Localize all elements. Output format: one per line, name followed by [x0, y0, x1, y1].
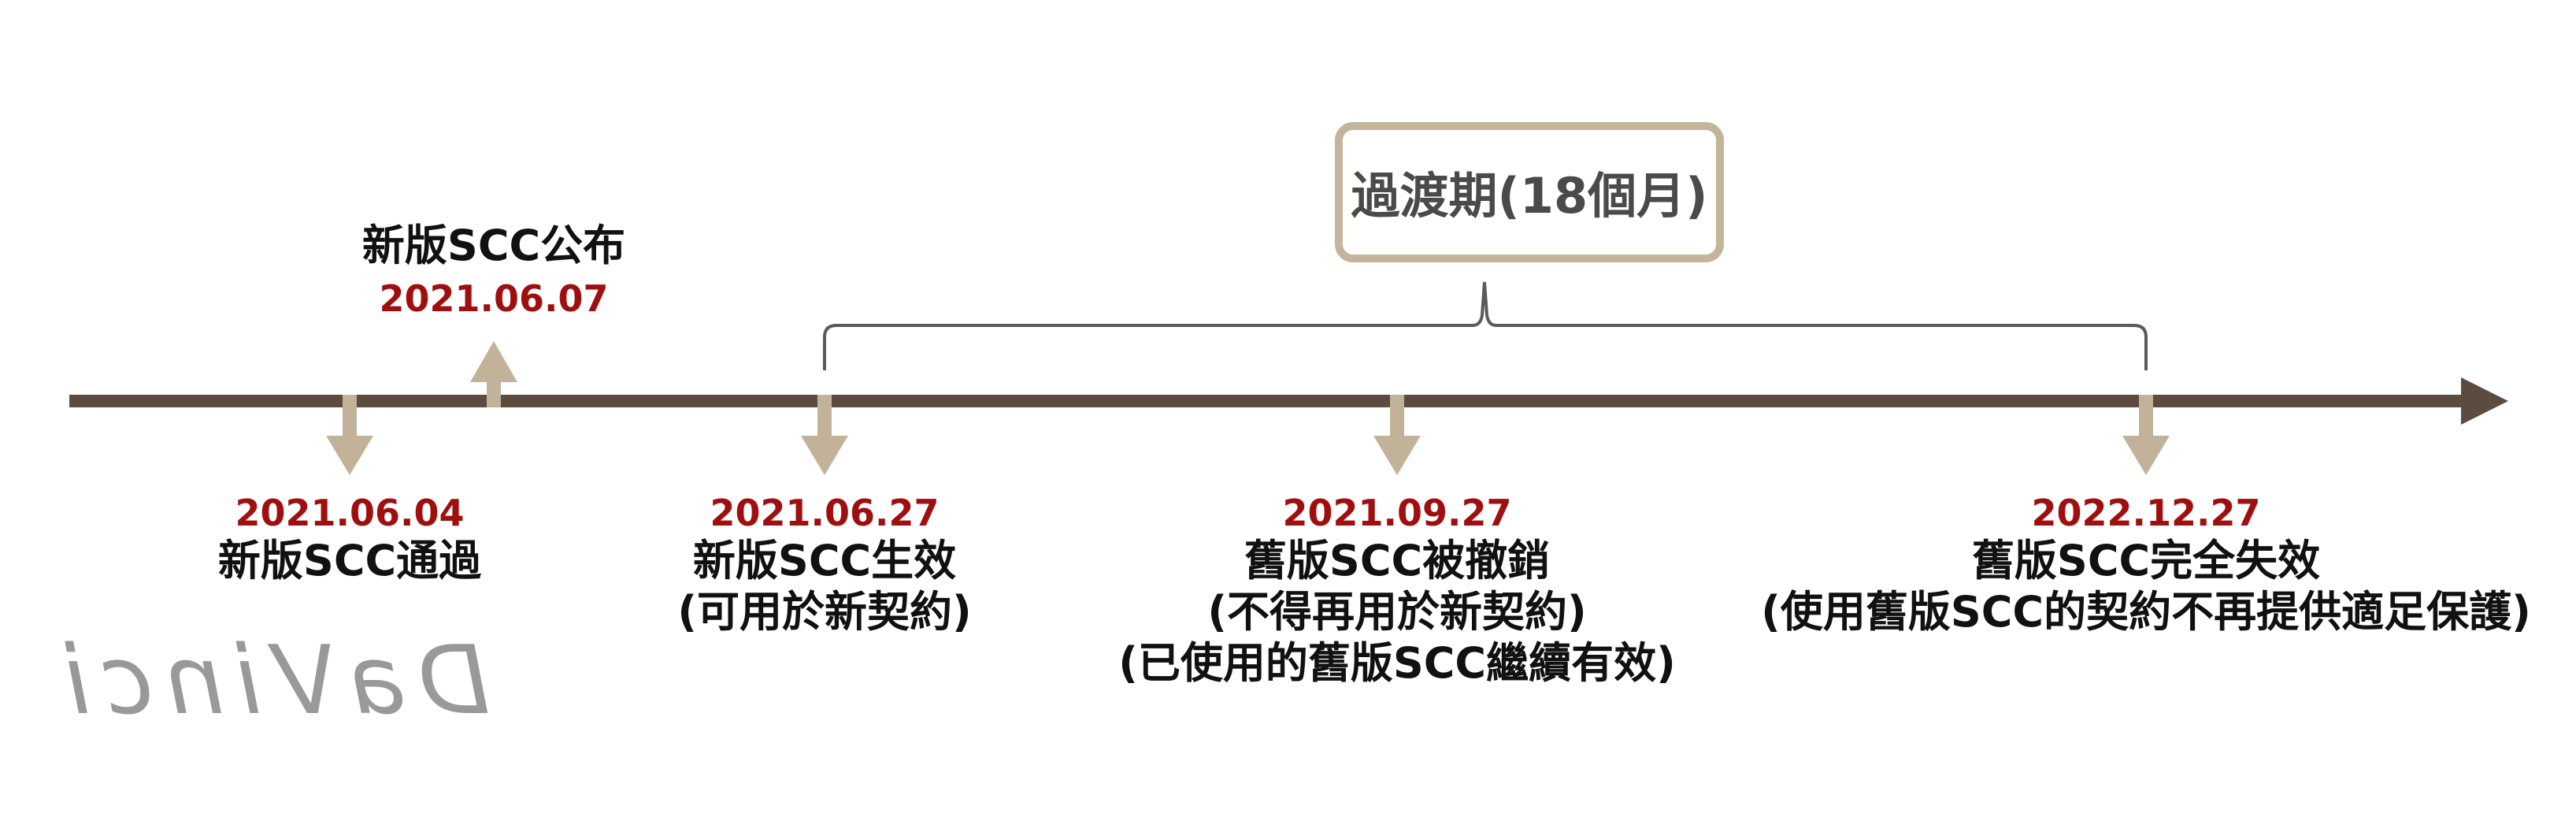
event-note: (已使用的舊版SCC繼續有效) — [1118, 638, 1676, 688]
down-arrow-icon — [801, 395, 848, 475]
transition-period-bracket — [823, 281, 2148, 370]
event-title: 新版SCC通過 — [218, 536, 482, 585]
event-date: 2021.09.27 — [1282, 492, 1511, 534]
event-2021-06-04: 2021.06.04 新版SCC通過 — [218, 395, 482, 585]
event-note: (可用於新契約) — [677, 587, 971, 637]
event-title: 新版SCC公布 — [362, 221, 625, 270]
axis-line — [69, 395, 2479, 407]
event-title: 舊版SCC完全失效 — [1972, 536, 2320, 585]
down-arrow-icon — [2122, 395, 2170, 475]
event-title: 新版SCC生效 — [693, 536, 956, 585]
transition-period-label: 過渡期(18個月) — [1351, 167, 1708, 225]
event-title: 舊版SCC被撤銷 — [1244, 536, 1550, 585]
event-2021-09-27: 2021.09.27 舊版SCC被撤銷 (不得再用於新契約) (已使用的舊版SC… — [1118, 395, 1676, 688]
event-2022-12-27: 2022.12.27 舊版SCC完全失效 (使用舊版SCC的契約不再提供適足保護… — [1761, 395, 2531, 637]
watermark-signature: DaVinci — [54, 626, 491, 736]
event-date: 2021.06.27 — [710, 492, 939, 534]
timeline-axis — [69, 377, 2508, 425]
event-note: (使用舊版SCC的契約不再提供適足保護) — [1761, 587, 2531, 637]
down-arrow-icon — [326, 395, 373, 475]
event-date: 2021.06.04 — [235, 492, 464, 534]
watermark-text: DaVinci — [54, 626, 491, 736]
down-arrow-icon — [1373, 395, 1421, 475]
event-2021-06-07: 新版SCC公布 2021.06.07 — [362, 221, 625, 407]
event-date: 2022.12.27 — [2031, 492, 2260, 534]
event-date: 2021.06.07 — [379, 277, 608, 320]
transition-period-box: 過渡期(18個月) — [1335, 122, 1724, 262]
transition-period-frame — [1335, 122, 1724, 262]
event-note: (不得再用於新契約) — [1207, 587, 1586, 637]
event-2021-06-27: 2021.06.27 新版SCC生效 (可用於新契約) — [677, 395, 972, 637]
axis-arrowhead-icon — [2461, 377, 2508, 425]
up-arrow-icon — [470, 341, 517, 407]
